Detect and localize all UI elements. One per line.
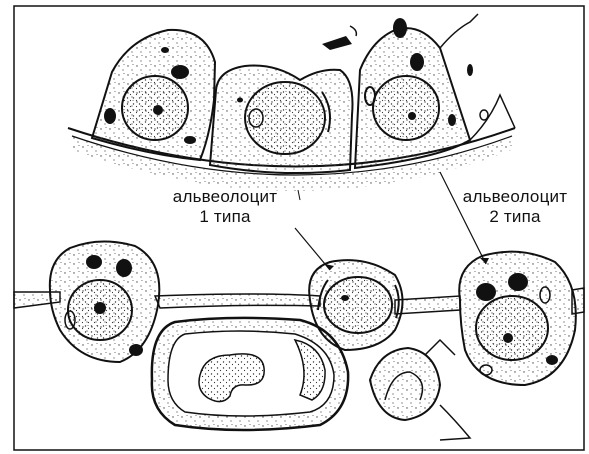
lower-right-nucleus [476,296,548,360]
label-alveolocyte-type2: альвеолоцит 2 типа [440,187,589,227]
upper-right-nucleus [373,76,439,140]
label-type2-line1: альвеолоцит [440,187,589,207]
label-type1-line2: 1 типа [140,207,310,227]
lower-alveolar-wall [14,241,584,440]
label-type1-line1: альвеолоцит [140,187,310,207]
upper-alveolar-wall [68,14,515,191]
label-alveolocyte-type1: альвеолоцит 1 типа [140,187,310,227]
pointer-line-type1 [295,228,330,270]
lower-middle-nucleus [324,277,392,333]
interstitial-cell [370,348,440,420]
label-type2-line2: 2 типа [440,207,589,227]
upper-middle-nucleus [245,82,325,154]
